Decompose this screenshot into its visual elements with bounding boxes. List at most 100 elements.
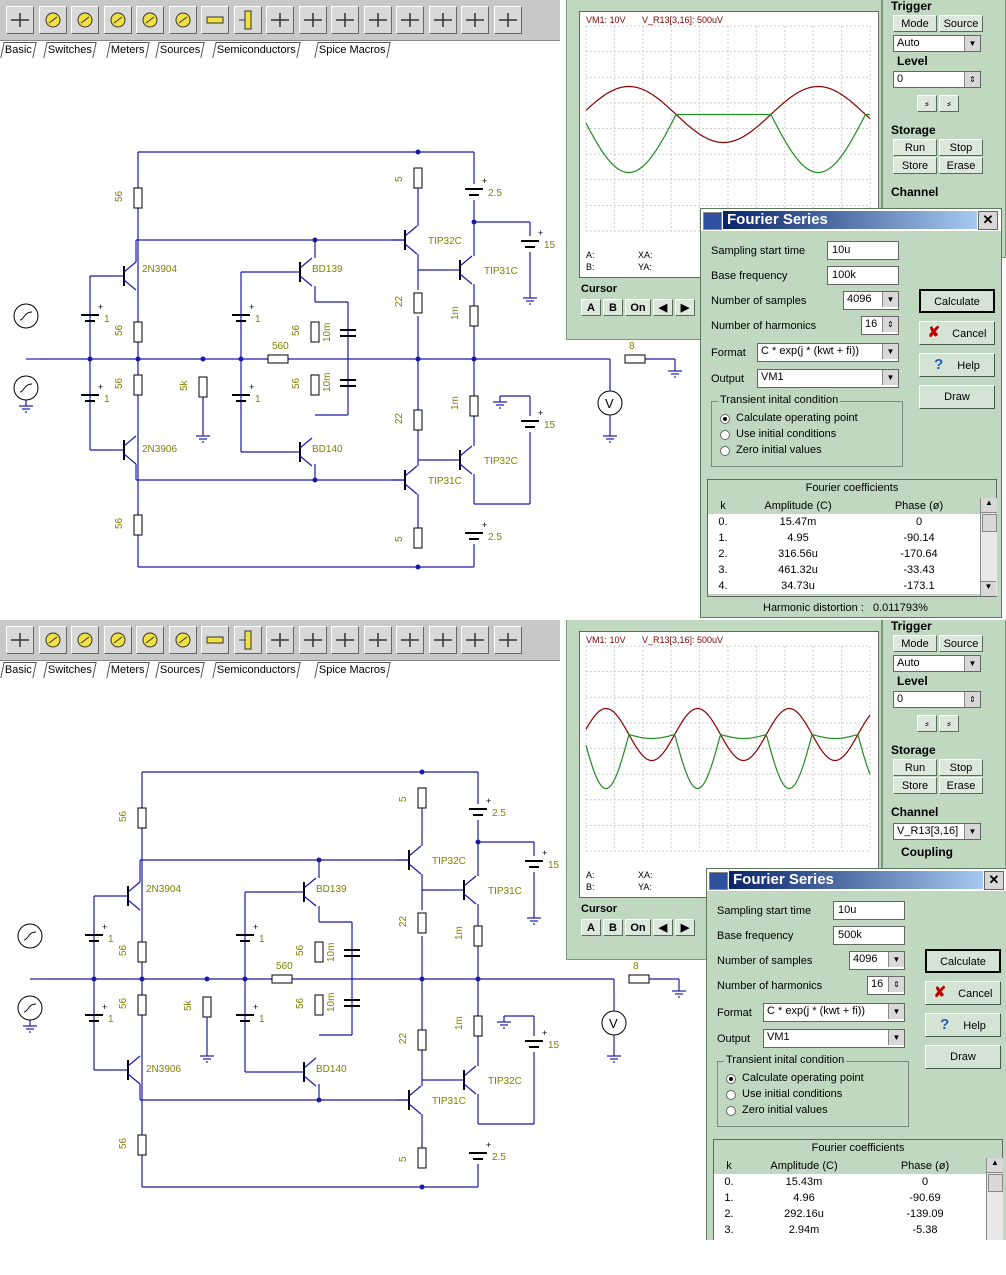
trigger-mode-select[interactable]: Auto▼ bbox=[893, 655, 981, 672]
erase-button[interactable]: Erase bbox=[939, 157, 983, 174]
tab-basic[interactable]: Basic bbox=[0, 662, 37, 678]
cursor-button-3[interactable]: ◀ bbox=[653, 919, 673, 936]
fourier-coefficients-table[interactable]: Fourier coefficients k Amplitude (C) Pha… bbox=[713, 1139, 1003, 1240]
cancel-button[interactable]: ✘Cancel bbox=[925, 981, 1001, 1005]
num-samples-select[interactable]: 4096▼ bbox=[843, 291, 899, 310]
tool-lamp-button[interactable] bbox=[38, 6, 67, 34]
cursor-button-1[interactable]: B bbox=[603, 299, 623, 316]
base-frequency-input[interactable]: 100k bbox=[827, 266, 899, 285]
scroll-thumb[interactable] bbox=[988, 1174, 1003, 1192]
tool-resistor-button[interactable] bbox=[201, 626, 229, 654]
tool-meter-button[interactable] bbox=[103, 626, 132, 654]
tool-capacitor-button[interactable] bbox=[266, 6, 294, 34]
table-scrollbar[interactable]: ▲ ▼ bbox=[986, 1158, 1003, 1240]
radio-use-initial[interactable] bbox=[720, 430, 730, 440]
tool-ground-button[interactable] bbox=[6, 626, 34, 654]
store-button[interactable]: Store bbox=[893, 777, 937, 794]
tool-transformer-button[interactable] bbox=[331, 6, 359, 34]
source-button[interactable]: Source bbox=[939, 635, 983, 652]
trigger-mode-select[interactable]: Auto▼ bbox=[893, 35, 981, 52]
falling-edge-button[interactable]: ⸗ bbox=[939, 715, 959, 732]
num-harmonics-spinner[interactable]: 16⇕ bbox=[861, 316, 899, 335]
channel-select[interactable]: V_R13[3,16]▼ bbox=[893, 823, 981, 840]
tool-voltmeter-button[interactable] bbox=[136, 626, 164, 654]
table-row[interactable]: 3.2.94m-5.38 bbox=[714, 1222, 986, 1238]
tab-sources[interactable]: Sources bbox=[155, 42, 206, 58]
tool-diode-button[interactable] bbox=[493, 6, 522, 34]
erase-button[interactable]: Erase bbox=[939, 777, 983, 794]
falling-edge-button[interactable]: ⸗ bbox=[939, 95, 959, 112]
rising-edge-button[interactable]: ⸗ bbox=[917, 95, 937, 112]
fourier-coefficients-table[interactable]: Fourier coefficients k Amplitude (C) Pha… bbox=[707, 479, 997, 597]
cursor-button-4[interactable]: ▶ bbox=[675, 299, 695, 316]
scroll-thumb[interactable] bbox=[982, 514, 997, 532]
radio-zero-initial[interactable] bbox=[726, 1106, 736, 1116]
tool-switch-button[interactable] bbox=[428, 6, 457, 34]
cursor-button-0[interactable]: A bbox=[581, 299, 601, 316]
ac-source-bottom[interactable] bbox=[13, 375, 39, 401]
tab-meters[interactable]: Meters bbox=[106, 662, 150, 678]
mode-button[interactable]: Mode bbox=[893, 635, 937, 652]
circuit-schematic[interactable]: 565656562N39042N3906+1+15k560BD139BD140+… bbox=[0, 60, 700, 620]
ac-source-bottom[interactable] bbox=[17, 995, 43, 1021]
stop-button[interactable]: Stop bbox=[939, 759, 983, 776]
format-select[interactable]: C * exp(j * (kwt + fi))▼ bbox=[763, 1003, 905, 1022]
cursor-button-0[interactable]: A bbox=[581, 919, 601, 936]
output-select[interactable]: VM1▼ bbox=[763, 1029, 905, 1048]
tool-transformer2-button[interactable] bbox=[396, 6, 424, 34]
cursor-button-4[interactable]: ▶ bbox=[675, 919, 695, 936]
tool-transformer-button[interactable] bbox=[331, 626, 359, 654]
scroll-up-icon[interactable]: ▲ bbox=[981, 498, 997, 513]
table-row[interactable]: 2.292.16u-139.09 bbox=[714, 1206, 986, 1222]
close-button[interactable]: ✕ bbox=[978, 211, 998, 230]
store-button[interactable]: Store bbox=[893, 157, 937, 174]
stop-button[interactable]: Stop bbox=[939, 139, 983, 156]
draw-button[interactable]: Draw bbox=[925, 1045, 1001, 1069]
output-select[interactable]: VM1▼ bbox=[757, 369, 899, 388]
tool-resistor-button[interactable] bbox=[201, 6, 229, 34]
tab-semiconductors[interactable]: Semiconductors bbox=[211, 42, 301, 58]
table-scrollbar[interactable]: ▲ ▼ bbox=[980, 498, 997, 596]
help-button[interactable]: ?Help bbox=[925, 1013, 1001, 1037]
radio-calc-operating-point[interactable] bbox=[720, 414, 730, 424]
tab-meters[interactable]: Meters bbox=[106, 42, 150, 58]
tool-diode-button[interactable] bbox=[493, 626, 522, 654]
tab-basic[interactable]: Basic bbox=[0, 42, 37, 58]
calculate-button[interactable]: Calculate bbox=[925, 949, 1001, 973]
scroll-up-icon[interactable]: ▲ bbox=[987, 1158, 1003, 1173]
radio-calc-operating-point[interactable] bbox=[726, 1074, 736, 1084]
tool-potentiometer-button[interactable] bbox=[233, 626, 262, 654]
tab-spice-macros[interactable]: Spice Macros bbox=[314, 42, 391, 58]
mode-button[interactable]: Mode bbox=[893, 15, 937, 32]
tab-semiconductors[interactable]: Semiconductors bbox=[211, 662, 301, 678]
tool-capacitor-button[interactable] bbox=[266, 626, 294, 654]
level-spinner[interactable]: 0⇕ bbox=[893, 691, 981, 708]
sampling-start-input[interactable]: 10u bbox=[827, 241, 899, 260]
cancel-button[interactable]: ✘Cancel bbox=[919, 321, 995, 345]
tool-voltmeter-button[interactable] bbox=[136, 6, 164, 34]
run-button[interactable]: Run bbox=[893, 759, 937, 776]
circuit-schematic[interactable]: 565656562N39042N3906+1+15k560BD139BD140+… bbox=[0, 680, 700, 1240]
tool-coupled-inductor-button[interactable] bbox=[363, 626, 392, 654]
tool-battery-button[interactable] bbox=[71, 6, 99, 34]
table-row[interactable]: 3.461.32u-33.43 bbox=[708, 562, 980, 578]
tab-spice-macros[interactable]: Spice Macros bbox=[314, 662, 391, 678]
num-samples-select[interactable]: 4096▼ bbox=[849, 951, 905, 970]
table-row[interactable]: 1.4.95-90.14 bbox=[708, 530, 980, 546]
table-row[interactable]: 4.34.73u-173.1 bbox=[708, 578, 980, 594]
calculate-button[interactable]: Calculate bbox=[919, 289, 995, 313]
cursor-button-2[interactable]: On bbox=[625, 299, 651, 316]
tool-ammeter-button[interactable] bbox=[168, 626, 197, 654]
cursor-button-2[interactable]: On bbox=[625, 919, 651, 936]
tool-potentiometer-button[interactable] bbox=[233, 6, 262, 34]
base-frequency-input[interactable]: 500k bbox=[833, 926, 905, 945]
ac-source-top[interactable] bbox=[13, 303, 39, 329]
tool-switch-button[interactable] bbox=[428, 626, 457, 654]
cursor-button-3[interactable]: ◀ bbox=[653, 299, 673, 316]
table-row[interactable]: 2.316.56u-170.64 bbox=[708, 546, 980, 562]
tab-switches[interactable]: Switches bbox=[43, 662, 97, 678]
tool-lamp-button[interactable] bbox=[38, 626, 67, 654]
tool-inductor-button[interactable] bbox=[298, 6, 327, 34]
